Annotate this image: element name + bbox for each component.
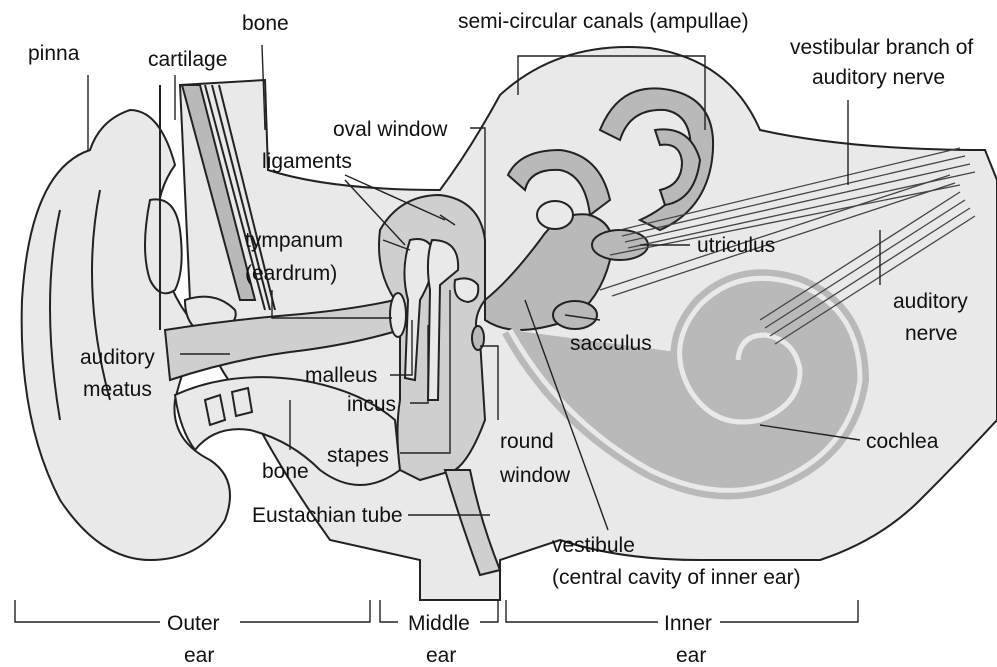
stapes-bone — [455, 278, 479, 302]
label-round-window-line2: window — [499, 464, 571, 487]
label-ligaments: ligaments — [262, 150, 352, 173]
label-cartilage: cartilage — [148, 48, 227, 71]
section-outer-line1: Outer — [167, 612, 220, 635]
label-auditory-nerve-line2: nerve — [905, 322, 958, 345]
label-stapes: stapes — [327, 444, 389, 467]
label-incus: incus — [347, 393, 396, 416]
label-eustachian-tube: Eustachian tube — [252, 504, 403, 527]
label-pinna: pinna — [28, 42, 80, 65]
label-vestibule-line2: (central cavity of inner ear) — [552, 566, 801, 589]
label-auditory-meatus-line1: auditory — [80, 346, 155, 369]
label-tympanum-line1: tympanum — [245, 229, 343, 252]
tympanum-membrane — [390, 293, 406, 337]
label-vestibular-branch-line1: vestibular branch of — [790, 36, 973, 59]
label-vestibular-branch-line2: auditory nerve — [812, 66, 945, 89]
section-inner-line1: Inner — [664, 612, 712, 635]
label-tympanum-line2: (eardrum) — [245, 262, 337, 285]
label-utriculus: utriculus — [697, 234, 775, 257]
label-bone-top: bone — [242, 12, 289, 35]
section-inner-line2: ear — [676, 644, 706, 667]
sacculus-sac — [553, 301, 597, 329]
label-vestibule-line1: vestibule — [552, 534, 635, 557]
label-auditory-nerve-line1: auditory — [893, 290, 968, 313]
label-round-window-line1: round — [500, 430, 554, 453]
label-bone-bottom: bone — [262, 460, 309, 483]
section-outer-line2: ear — [184, 644, 214, 667]
label-oval-window: oval window — [333, 118, 448, 141]
label-sacculus: sacculus — [570, 332, 652, 355]
label-cochlea: cochlea — [866, 430, 939, 453]
section-middle-line1: Middle — [408, 612, 470, 635]
label-semicircular-canals: semi-circular canals (ampullae) — [458, 10, 749, 33]
label-auditory-meatus-line2: meatus — [83, 378, 152, 401]
label-malleus: malleus — [305, 364, 377, 387]
section-middle-line2: ear — [426, 644, 456, 667]
